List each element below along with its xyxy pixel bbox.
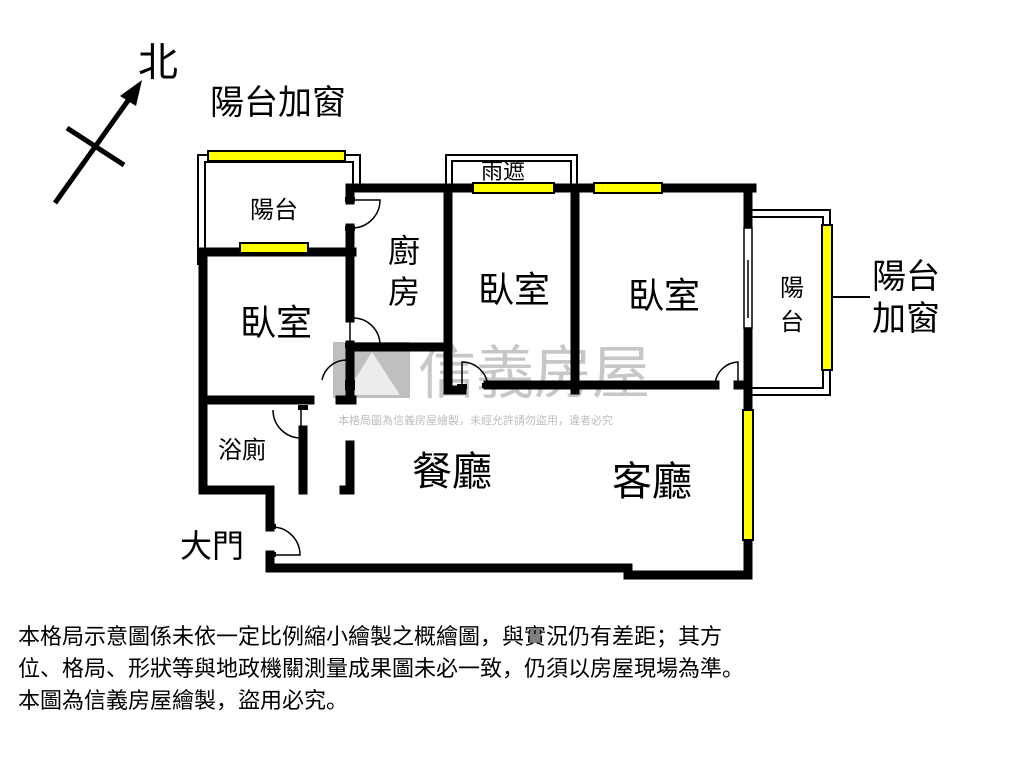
window-right-bedroom xyxy=(593,182,663,194)
window-middle-bedroom xyxy=(472,182,555,194)
label-balcony-window-right-2: 加窗 xyxy=(872,299,940,339)
label-balcony-window-right-1: 陽台 xyxy=(872,257,940,297)
north-label: 北 xyxy=(138,40,178,86)
door-balcony xyxy=(352,199,381,229)
watermark-notice: 本格局圖為信義房屋繪製，未經允許請勿盜用，違者必究 xyxy=(338,413,613,427)
door-bathroom xyxy=(272,409,302,439)
label-kitchen-2: 房 xyxy=(388,273,420,311)
window-top-balcony xyxy=(207,150,346,162)
label-main-door: 大門 xyxy=(180,527,244,565)
disclaimer-line-1: 本格局示意圖係未依一定比例縮小繪製之概繪圖，與實況仍有差距；其方 xyxy=(18,625,723,650)
compass: 北 xyxy=(52,40,178,205)
label-canopy: 雨遮 xyxy=(481,160,525,185)
label-dining: 餐廳 xyxy=(412,449,492,495)
window-left-bedroom xyxy=(239,242,309,254)
door-bedroom-left xyxy=(349,317,381,346)
label-balcony-window-top: 陽台加窗 xyxy=(210,83,346,123)
label-living: 客廳 xyxy=(612,459,692,505)
north-arrow-shaft xyxy=(52,93,135,205)
room-labels: 陽台加窗 陽台 雨遮 廚 房 臥室 臥室 臥室 陽 台 陽台 加窗 浴廁 餐廳 … xyxy=(180,83,940,565)
label-bedroom-left: 臥室 xyxy=(240,303,312,344)
watermark-brand: 信義房屋 xyxy=(418,339,650,407)
window-living xyxy=(742,409,754,541)
compass-crossbar xyxy=(65,125,126,168)
sliding-door xyxy=(743,227,753,329)
window-right-balcony xyxy=(821,224,833,371)
windows xyxy=(207,150,833,541)
label-bathroom: 浴廁 xyxy=(218,436,266,464)
door-right-bedroom xyxy=(714,361,739,386)
disclaimer-line-2: 位、格局、形狀等與地政機關測量成果圖未必一致，仍須以房屋現場為準。 xyxy=(18,657,745,682)
door-hall-left xyxy=(321,359,349,382)
label-kitchen-1: 廚 xyxy=(388,232,420,270)
floor-plan: 北 信義房屋 本格局圖為信義房屋繪製，未經允許請勿盜用，違者必究 xyxy=(52,40,940,580)
door-entrance xyxy=(272,526,301,556)
label-balcony-right-1: 陽 xyxy=(780,274,804,302)
label-bedroom-right: 臥室 xyxy=(628,276,700,317)
north-arrow-head xyxy=(120,80,142,106)
label-bedroom-middle: 臥室 xyxy=(478,270,550,311)
disclaimer: 本格局示意圖係未依一定比例縮小繪製之概繪圖，與實況仍有差距；其方 位、格局、形狀… xyxy=(18,622,1018,718)
disclaimer-line-3: 本圖為信義房屋繪製，盜用必究。 xyxy=(18,689,349,714)
door-markers xyxy=(266,197,743,557)
label-balcony-small: 陽台 xyxy=(250,196,298,224)
label-balcony-right-2: 台 xyxy=(780,308,804,336)
